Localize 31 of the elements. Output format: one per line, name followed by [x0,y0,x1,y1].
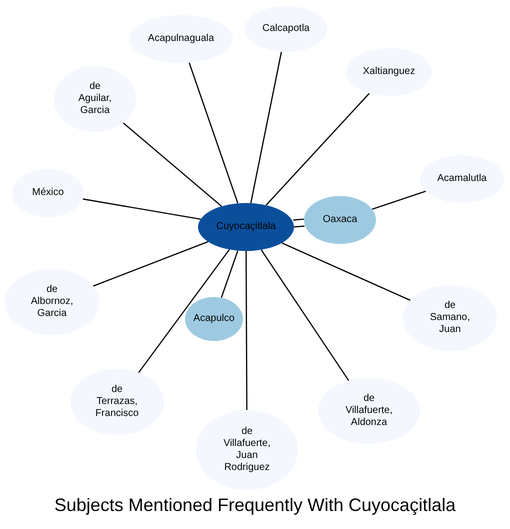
connector-line [138,249,230,374]
node-label: de Aguilar, Garcia [77,81,113,117]
connector-line [372,190,426,210]
node-label: de Samano, Juan [428,300,472,336]
connector-line [82,198,201,220]
connector-line [260,249,350,382]
node-label: Calcapotla [261,23,311,35]
node-label: de Albornoz, Garcia [30,284,74,320]
connector-line [188,62,238,204]
node-label: Acapulco [192,313,236,325]
ellipse-node [304,196,376,244]
connector-line [250,52,282,204]
connector-line [282,242,411,301]
node-label: Acapulnaguala [146,33,216,45]
node-label: Acamalutla [436,173,488,185]
connector-line [92,241,208,287]
connector-line [294,226,305,228]
node-label: México [31,187,65,199]
connector-line [122,122,222,207]
connector-line [266,92,370,206]
node-label: de Villafuerte, Aldonza [344,393,394,429]
diagram-title: Subjects Mentioned Frequently With Cuyocaçitlala [54,495,456,516]
node-label: de Terrazas, Francisco [94,384,140,420]
connector-line [293,218,304,221]
ellipse-node [185,297,243,341]
connector-line [220,250,238,298]
node-label: de Villafuerte, Juan Rodriguez [222,426,272,474]
node-label: Cuyocaçitlala [215,221,277,233]
node-label: Oaxaca [322,214,358,226]
node-label: Xaltianguez [362,66,416,78]
connector-line [246,251,248,410]
